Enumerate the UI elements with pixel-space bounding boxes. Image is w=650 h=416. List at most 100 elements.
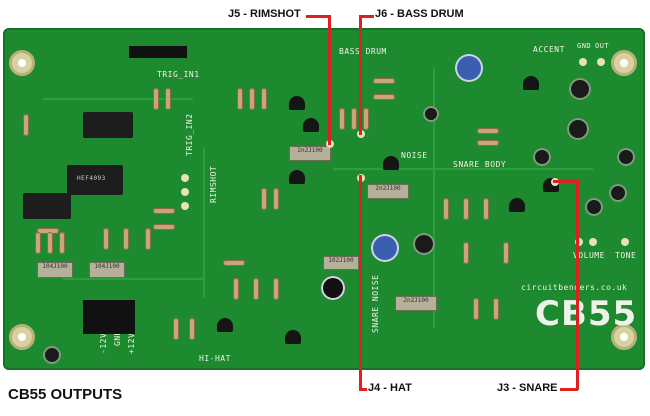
silk-trig-in1: TRIG_IN1 xyxy=(157,70,200,79)
trace xyxy=(203,148,205,298)
electrolytic-capacitor xyxy=(569,78,591,100)
ic-chip xyxy=(23,193,71,219)
pointer-j6-horizontal xyxy=(360,15,374,18)
resistor xyxy=(463,198,469,220)
silk-volume: VOLUME xyxy=(573,251,605,260)
transistor xyxy=(523,76,539,90)
output-pad xyxy=(621,238,629,246)
resistor xyxy=(153,88,159,110)
resistor xyxy=(363,108,369,130)
silk-tone: TONE xyxy=(615,251,637,260)
callout-j3-snare: J3 - SNARE xyxy=(497,382,558,394)
film-capacitor: 2n2J100 xyxy=(367,184,409,199)
pointer-j3-vertical xyxy=(576,180,579,390)
electrolytic-capacitor xyxy=(585,198,603,216)
resistor xyxy=(493,298,499,320)
film-capacitor: 104J100 xyxy=(89,262,125,278)
silk-snare-body: SNARE BODY xyxy=(453,160,507,169)
electrolytic-capacitor xyxy=(423,106,439,122)
pcb-board: BASS DRUM ACCENT GND OUT NOISE SNARE BOD… xyxy=(3,28,645,370)
resistor xyxy=(35,232,41,254)
resistor xyxy=(165,88,171,110)
pin-header xyxy=(83,300,135,334)
electrolytic-capacitor xyxy=(43,346,61,364)
pointer-j6-vertical xyxy=(359,15,362,135)
electrolytic-capacitor xyxy=(533,148,551,166)
resistor xyxy=(261,88,267,110)
resistor xyxy=(249,88,255,110)
silk-website: circuitbenders.co.uk xyxy=(521,283,628,292)
transistor xyxy=(289,170,305,184)
resistor xyxy=(463,242,469,264)
resistor xyxy=(145,228,151,250)
resistor xyxy=(261,188,267,210)
resistor xyxy=(351,108,357,130)
callout-j5-rimshot: J5 - RIMSHOT xyxy=(228,8,301,20)
film-capacitor: 104J100 xyxy=(37,262,73,278)
resistor xyxy=(23,114,29,136)
trimmer-potentiometer xyxy=(371,234,399,262)
silk-plus12v: +12V xyxy=(127,332,136,354)
silk-hi-hat: HI-HAT xyxy=(199,354,231,363)
resistor xyxy=(477,140,499,146)
transistor xyxy=(217,318,233,332)
figure-caption: CB55 OUTPUTS xyxy=(8,386,123,403)
callout-j6-bass-drum: J6 - BASS DRUM xyxy=(375,8,464,20)
mounting-hole-top-right xyxy=(611,50,637,76)
output-pad xyxy=(579,58,587,66)
resistor xyxy=(373,94,395,100)
silk-snare-noise: SNARE NOISE xyxy=(371,274,380,333)
resistor xyxy=(483,198,489,220)
ic-chip xyxy=(83,112,133,138)
resistor xyxy=(173,318,179,340)
resistor xyxy=(473,298,479,320)
resistor xyxy=(503,242,509,264)
trig-pad xyxy=(181,188,189,196)
trace xyxy=(63,278,203,280)
resistor xyxy=(153,224,175,230)
resistor xyxy=(339,108,345,130)
trace xyxy=(43,98,193,100)
transistor xyxy=(303,118,319,132)
transistor xyxy=(383,156,399,170)
mounting-hole-top-left xyxy=(9,50,35,76)
silk-trig-in2: TRIG_IN2 xyxy=(185,113,194,156)
pointer-j4-vertical xyxy=(359,175,362,390)
resistor xyxy=(443,198,449,220)
trig-pad xyxy=(181,174,189,182)
pointer-j5-horizontal xyxy=(306,15,330,18)
resistor xyxy=(189,318,195,340)
resistor xyxy=(273,278,279,300)
resistor xyxy=(273,188,279,210)
resistor xyxy=(237,88,243,110)
electrolytic-capacitor xyxy=(617,148,635,166)
callout-j4-hat: J4 - HAT xyxy=(368,382,412,394)
silk-gnd: GND xyxy=(577,42,592,50)
resistor xyxy=(253,278,259,300)
transistor xyxy=(509,198,525,212)
resistor xyxy=(103,228,109,250)
silk-accent: ACCENT xyxy=(533,45,565,54)
resistor xyxy=(223,260,245,266)
electrolytic-capacitor xyxy=(413,233,435,255)
pointer-j4-horizontal xyxy=(359,388,367,391)
resistor xyxy=(373,78,395,84)
film-capacitor: 2n2J100 xyxy=(289,146,331,161)
silk-out: OUT xyxy=(595,42,610,50)
output-pad xyxy=(597,58,605,66)
silk-noise: NOISE xyxy=(401,151,428,160)
trimmer-potentiometer xyxy=(455,54,483,82)
pin-header xyxy=(129,46,187,58)
resistor xyxy=(59,232,65,254)
film-capacitor: 2n2J100 xyxy=(395,296,437,311)
electrolytic-capacitor xyxy=(609,184,627,202)
silk-rimshot: RIMSHOT xyxy=(209,165,218,203)
trace xyxy=(333,168,593,170)
resistor xyxy=(37,228,59,234)
trace xyxy=(433,68,435,328)
output-pad xyxy=(575,238,583,246)
transistor xyxy=(285,330,301,344)
ic-chip-label: HEF4093 xyxy=(77,175,106,182)
film-capacitor: 102J100 xyxy=(323,256,359,270)
trig-pad xyxy=(181,202,189,210)
